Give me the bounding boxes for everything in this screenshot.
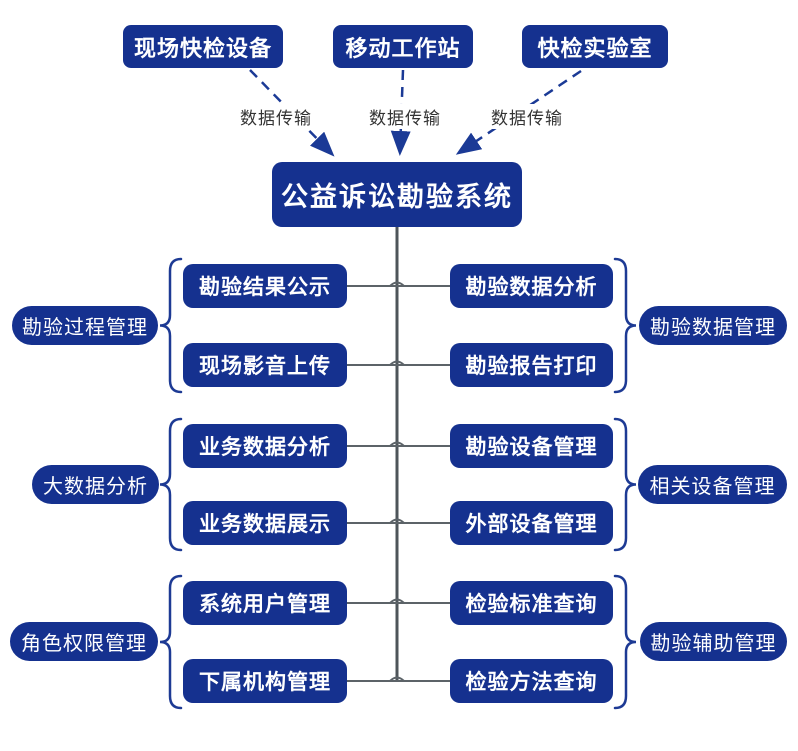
left-brace-group-2 — [159, 417, 183, 552]
junction-bump-1 — [389, 281, 405, 287]
feature-box-report-printing: 勘验报告打印 — [450, 343, 613, 387]
right-brace-group-3 — [613, 574, 637, 710]
junction-bump-6 — [389, 676, 405, 682]
left-brace-group-1 — [159, 257, 183, 394]
feature-box-system-user-mgmt: 系统用户管理 — [183, 581, 347, 625]
feature-box-business-data-analysis: 业务数据分析 — [183, 424, 347, 468]
category-pill-big-data: 大数据分析 — [32, 465, 159, 504]
left-brace-group-3 — [159, 574, 183, 710]
feature-box-test-standard-query: 检验标准查询 — [450, 581, 613, 625]
feature-box-result-publicity: 勘验结果公示 — [183, 264, 347, 308]
junction-bump-5 — [389, 598, 405, 604]
edge-label-data-transfer-1: 数据传输 — [237, 104, 315, 129]
category-pill-inspection-auxiliary: 勘验辅助管理 — [640, 622, 787, 661]
group-braces — [159, 257, 637, 710]
source-box-field-equipment: 现场快检设备 — [123, 25, 283, 68]
junction-bump-4 — [389, 518, 405, 524]
feature-box-scene-av-upload: 现场影音上传 — [183, 343, 347, 387]
category-pill-inspection-process: 勘验过程管理 — [12, 306, 158, 345]
junction-bump-2 — [389, 360, 405, 366]
feature-box-inspection-device-mgmt: 勘验设备管理 — [450, 424, 613, 468]
category-pill-role-permission: 角色权限管理 — [10, 622, 158, 661]
row-connectors — [347, 281, 450, 682]
right-brace-group-2 — [613, 417, 637, 552]
junction-bump-3 — [389, 441, 405, 447]
feature-box-subordinate-org-mgmt: 下属机构管理 — [183, 659, 347, 703]
category-pill-inspection-data: 勘验数据管理 — [639, 306, 787, 345]
right-brace-group-1 — [613, 257, 637, 394]
source-box-mobile-workstation: 移动工作站 — [333, 25, 473, 68]
feature-box-data-analysis: 勘验数据分析 — [450, 264, 613, 308]
category-pill-related-devices: 相关设备管理 — [638, 465, 787, 504]
main-system-box: 公益诉讼勘验系统 — [272, 162, 522, 227]
feature-box-business-data-display: 业务数据展示 — [183, 501, 347, 545]
edge-label-data-transfer-2: 数据传输 — [366, 104, 444, 129]
source-box-rapid-test-lab: 快检实验室 — [522, 25, 668, 68]
edge-label-data-transfer-3: 数据传输 — [488, 104, 566, 129]
feature-box-external-device-mgmt: 外部设备管理 — [450, 501, 613, 545]
feature-box-test-method-query: 检验方法查询 — [450, 659, 613, 703]
